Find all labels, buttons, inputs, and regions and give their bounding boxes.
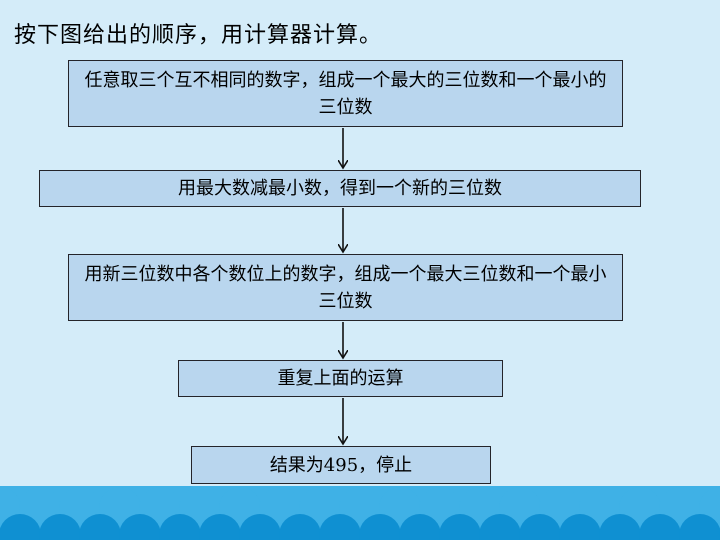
flow-step-3-text: 用新三位数中各个数位上的数字，组成一个最大三位数和一个最小三位数 — [84, 263, 607, 312]
wave-scallop — [79, 514, 121, 540]
wave-scallop — [199, 514, 241, 540]
wave-scallop — [679, 514, 720, 540]
wave-scallop — [279, 514, 321, 540]
wave-scallop — [39, 514, 81, 540]
wave-scallop — [519, 514, 561, 540]
flow-step-2-text: 用最大数减最小数，得到一个新的三位数 — [178, 178, 502, 199]
flow-step-5: 结果为495，停止 — [191, 446, 491, 484]
flow-step-4: 重复上面的运算 — [178, 360, 503, 397]
wave-scallop — [599, 514, 641, 540]
wave-scallop — [639, 514, 681, 540]
wave-scallop — [0, 514, 41, 540]
wave-scallop — [119, 514, 161, 540]
wave-scallop — [439, 514, 481, 540]
flow-step-4-text: 重复上面的运算 — [277, 368, 404, 389]
flow-step-3: 用新三位数中各个数位上的数字，组成一个最大三位数和一个最小三位数 — [68, 254, 623, 321]
wave-scallop — [559, 514, 601, 540]
flow-step-2: 用最大数减最小数，得到一个新的三位数 — [39, 170, 641, 207]
wave-scallop — [159, 514, 201, 540]
wave-scallop — [239, 514, 281, 540]
flow-step-5-text: 结果为495，停止 — [269, 454, 413, 476]
wave-scallop — [479, 514, 521, 540]
flow-step-1: 任意取三个互不相同的数字，组成一个最大的三位数和一个最小的三位数 — [68, 60, 623, 127]
wave-scallop — [319, 514, 361, 540]
page-title: 按下图给出的顺序，用计算器计算。 — [14, 23, 383, 48]
wave-scallop — [399, 514, 441, 540]
flow-step-1-text: 任意取三个互不相同的数字，组成一个最大的三位数和一个最小的三位数 — [84, 69, 607, 118]
wave-scallop — [359, 514, 401, 540]
